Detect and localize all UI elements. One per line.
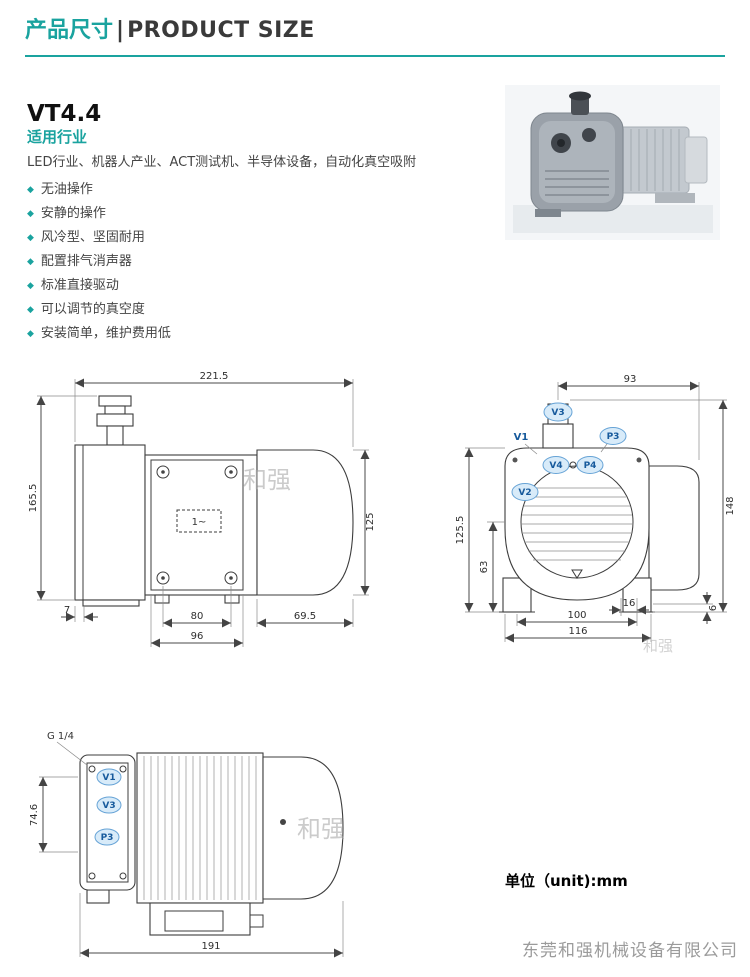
feature-item: ◆ 标准直接驱动: [27, 278, 497, 294]
svg-text:V3: V3: [102, 801, 115, 811]
port-label-p3: P3: [599, 427, 627, 445]
diamond-bullet-icon: ◆: [27, 209, 34, 219]
diamond-bullet-icon: ◆: [27, 305, 34, 315]
dim-total-length: 191: [201, 941, 220, 952]
rear-view-ports: V1 V3 P3: [94, 768, 122, 846]
port-label-v4: V4: [542, 456, 570, 474]
front-view-outline: [499, 403, 700, 613]
industries-section: 适用行业 LED行业、机器人产业、ACT测试机、半导体设备，自动化真空吸附 ◆ 无…: [27, 126, 497, 350]
page-title: 产品尺寸 | PRODUCT SIZE: [25, 16, 725, 46]
svg-text:P3: P3: [101, 833, 114, 843]
feature-text: 配置排气消声器: [40, 254, 132, 269]
dim-foot-height: 6: [708, 605, 719, 611]
page-title-cn: 产品尺寸: [25, 18, 114, 43]
plate-label: 1~: [192, 517, 207, 528]
port-label-p4: P4: [576, 456, 604, 474]
front-view-dimensions: 93 148 125.5 63 16 100: [455, 374, 736, 643]
svg-text:V4: V4: [549, 461, 562, 471]
feature-item: ◆ 配置排气消声器: [27, 254, 497, 270]
rear-view-dimensions: 74.6 191: [29, 776, 344, 958]
feature-text: 安装简单，维护费用低: [40, 326, 171, 341]
port-label-v1: V1: [514, 432, 529, 443]
diamond-bullet-icon: ◆: [27, 257, 34, 267]
industries-description: LED行业、机器人产业、ACT测试机、半导体设备，自动化真空吸附: [27, 155, 417, 170]
product-photo: [505, 85, 720, 240]
port-label-v1: V1: [96, 768, 122, 786]
diamond-bullet-icon: ◆: [27, 329, 34, 339]
header-divider-line: [25, 55, 725, 57]
dim-top-width: 93: [624, 374, 637, 385]
dim-left-height: 125.5: [455, 516, 466, 545]
diamond-bullet-icon: ◆: [27, 185, 34, 195]
unit-note: 单位（unit):mm: [505, 872, 628, 890]
dim-bolt-span: 100: [567, 610, 586, 621]
side-view-dimensions: 221.5 165.5 125 7 80: [28, 371, 375, 648]
dim-body-height: 125: [365, 512, 375, 531]
dim-total-height: 165.5: [28, 484, 39, 513]
industries-heading: 适用行业: [27, 128, 88, 146]
dim-cover-length: 69.5: [294, 611, 316, 622]
rear-view-outline: [79, 752, 344, 936]
watermark-text: 和强: [243, 466, 291, 494]
feature-text: 风冷型、坚固耐用: [40, 230, 145, 245]
diamond-bullet-icon: ◆: [27, 233, 34, 243]
front-view-drawing: V3 V1 P3 V4 P4 V2: [455, 374, 736, 655]
dim-center-to-base: 63: [479, 561, 490, 574]
watermark-text: 和强: [297, 815, 345, 843]
feature-item: ◆ 可以调节的真空度: [27, 302, 497, 318]
page-header: 产品尺寸 | PRODUCT SIZE: [25, 16, 725, 57]
thread-label: G 1/4: [47, 731, 74, 742]
feature-text: 标准直接驱动: [40, 278, 119, 293]
dim-total-length: 221.5: [200, 371, 229, 382]
svg-text:P3: P3: [607, 432, 620, 442]
front-view-ports: V3 V1 P3 V4 P4 V2: [511, 402, 627, 501]
port-label-v3: V3: [543, 402, 573, 422]
dim-bolt-span: 80: [191, 611, 204, 622]
product-model: VT4.4: [27, 101, 102, 128]
dim-base-length: 96: [191, 631, 204, 642]
svg-text:V1: V1: [102, 773, 115, 783]
port-label-v3: V3: [96, 796, 122, 814]
feature-text: 无油操作: [40, 182, 93, 197]
side-view-outline: 1~: [74, 395, 354, 607]
dim-total-height: 148: [725, 496, 736, 515]
feature-item: ◆ 安装简单，维护费用低: [27, 326, 497, 342]
vacuum-pump-illustration: [505, 85, 720, 240]
feature-text: 可以调节的真空度: [40, 302, 145, 317]
watermark-text: 和强: [643, 637, 673, 655]
side-view-drawing: 1~ 221.5 165.5 125: [28, 371, 375, 648]
port-label-p3: P3: [94, 828, 120, 846]
svg-text:V3: V3: [551, 408, 564, 418]
dim-port-span: 74.6: [29, 804, 40, 826]
dim-foot-offset: 7: [64, 605, 70, 616]
svg-text:P4: P4: [584, 461, 597, 471]
svg-text:V2: V2: [518, 488, 531, 498]
dim-base-width: 116: [568, 626, 587, 637]
dimension-drawings: 1~ 221.5 165.5 125: [0, 368, 750, 977]
feature-text: 安静的操作: [40, 206, 106, 221]
company-watermark: 东莞和强机械设备有限公司: [522, 941, 738, 961]
port-label-v2: V2: [511, 483, 539, 501]
page-title-divider: |: [116, 18, 125, 43]
rear-view-drawing: G 1/4 V1 V3 P3 74.6: [29, 731, 345, 958]
feature-item: ◆ 安静的操作: [27, 206, 497, 222]
dim-foot-inset: 16: [623, 598, 636, 609]
page-title-en: PRODUCT SIZE: [127, 18, 315, 43]
feature-list: ◆无油操作 ◆安静的操作 ◆风冷型、坚固耐用 ◆配置排气消声器 ◆标准直接驱动 …: [27, 182, 497, 342]
diamond-bullet-icon: ◆: [27, 281, 34, 291]
feature-item: ◆ 无油操作: [27, 182, 497, 198]
feature-item: ◆ 风冷型、坚固耐用: [27, 230, 497, 246]
